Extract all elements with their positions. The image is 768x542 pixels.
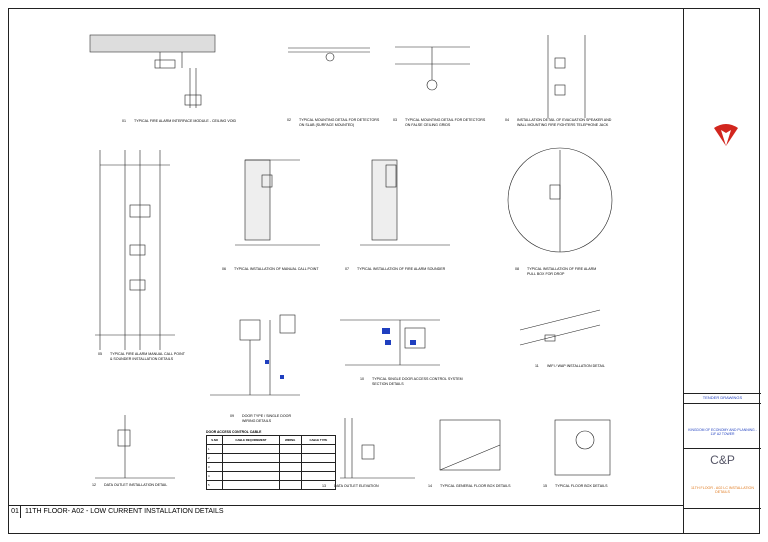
title-block: TENDER DRAWINGS KINGDOM OF ECONOMY AND P… <box>683 8 761 534</box>
table-header: WIRING <box>278 434 302 445</box>
table-row: 5 <box>205 479 337 490</box>
detail-caption-04-sub: WALL MOUNTING FIRE FIGHTERS TELEPHONE JA… <box>517 123 609 127</box>
sheet-number: 01 <box>10 506 21 518</box>
detail-caption-09-sub: WIRING DETAILS <box>242 419 272 423</box>
door-access-cable-table: DOOR ACCESS CONTROL CABLE S.NO CABLE REQ… <box>205 430 337 490</box>
tb-divider <box>684 403 761 404</box>
table-cell <box>222 470 280 481</box>
table-header: CABLE TYPE <box>300 434 337 445</box>
table-header: S.NO <box>205 434 224 445</box>
table-row: 1 <box>205 443 337 454</box>
table-cell: 5 <box>205 479 224 490</box>
detail-caption-08-sub: PULL BOX FOR DROP <box>527 272 565 276</box>
tb-divider <box>684 448 761 449</box>
sheet-title-bar: 01 11TH FLOOR- A02 - LOW CURRENT INSTALL… <box>8 505 683 518</box>
table-cell <box>278 443 302 454</box>
table-cell <box>278 470 302 481</box>
table-title: DOOR ACCESS CONTROL CABLE <box>206 430 262 434</box>
table-cell <box>300 452 337 463</box>
table-cell: 3 <box>205 461 224 472</box>
drawing-sheet <box>8 8 760 534</box>
consultant-logo: C&P <box>710 453 735 467</box>
detail-caption-05-sub: & SOUNDER INSTALLATION DETAILS <box>110 357 174 361</box>
client-name: KINGDOM OF ECONOMY AND PLANNING - 11F A2… <box>688 428 757 436</box>
table-header-row: S.NO CABLE REQUIREMENT WIRING CABLE TYPE <box>205 434 337 445</box>
table-cell <box>278 479 302 490</box>
table-row: 2 <box>205 452 337 463</box>
sheet-title: 11TH FLOOR- A02 - LOW CURRENT INSTALLATI… <box>25 508 224 515</box>
tb-divider <box>684 393 761 394</box>
detail-caption-10-sub: SECTION DETAILS <box>372 382 404 386</box>
detail-caption-03-sub: ON FALSE CEILING GRIDS <box>405 123 451 127</box>
table-cell <box>300 461 337 472</box>
tb-divider <box>684 508 761 509</box>
table-cell <box>222 479 280 490</box>
red-fan-logo <box>714 124 738 146</box>
table-cell <box>300 479 337 490</box>
table-cell <box>222 452 280 463</box>
table-cell <box>278 452 302 463</box>
detail-caption-02-sub: ON SLAB (SURFACE MOUNTED) <box>299 123 355 127</box>
table-cell <box>222 461 280 472</box>
table-cell: 2 <box>205 452 224 463</box>
cable-table: S.NO CABLE REQUIREMENT WIRING CABLE TYPE… <box>205 434 337 490</box>
table-header: CABLE REQUIREMENT <box>222 434 280 445</box>
table-cell: 1 <box>205 443 224 454</box>
drawing-title: 11TH FLOOR - A02 LC INSTALLATION DETAILS <box>691 486 754 494</box>
table-row: 3 <box>205 461 337 472</box>
table-cell <box>278 461 302 472</box>
table-cell <box>300 470 337 481</box>
table-cell: 4 <box>205 470 224 481</box>
table-row: 4 <box>205 470 337 481</box>
tender-label: TENDER DRAWINGS <box>702 395 743 400</box>
table-cell <box>300 443 337 454</box>
table-cell <box>222 443 280 454</box>
